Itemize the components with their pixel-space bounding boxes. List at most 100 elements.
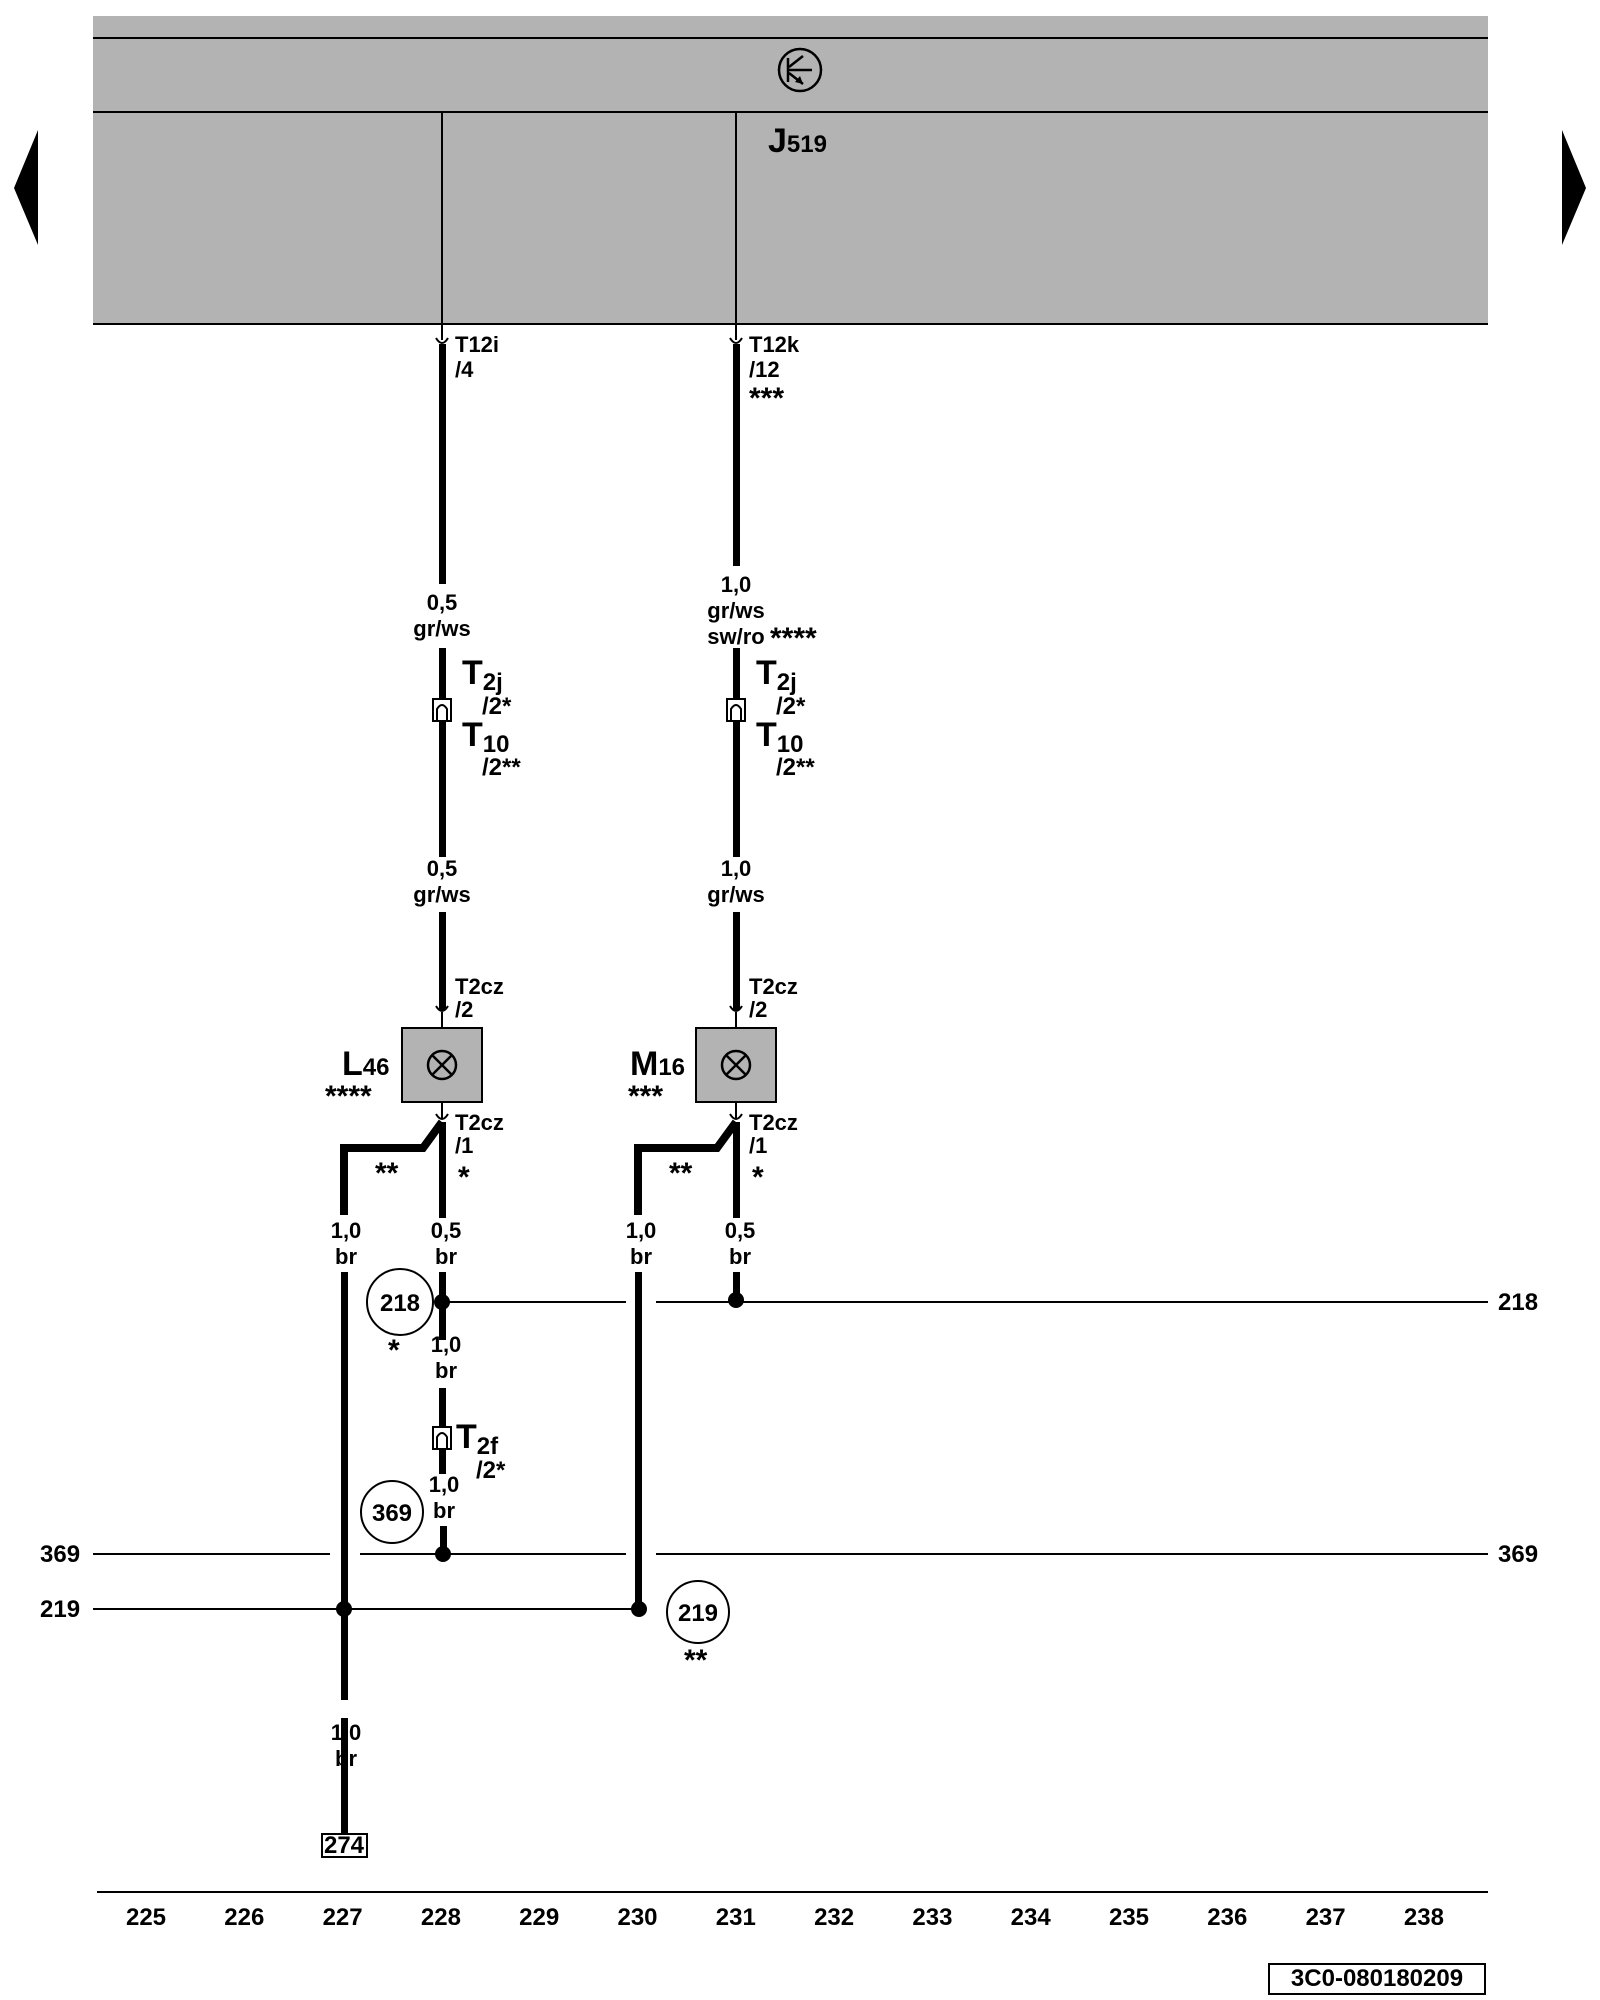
track-number: 235	[1109, 1904, 1149, 1931]
svg-text:1,0: 1,0	[429, 1472, 460, 1497]
component-l46-label: L46	[342, 1045, 389, 1083]
svg-text:/2**: /2**	[776, 754, 815, 781]
wire-color: gr/ws	[413, 616, 470, 641]
connector-t2f	[432, 1426, 452, 1450]
svg-text:gr/ws: gr/ws	[707, 598, 764, 623]
track-number: 226	[224, 1904, 264, 1931]
svg-text:br: br	[729, 1244, 751, 1269]
svg-text:T2j: T2j	[756, 654, 797, 696]
ground-point-219: 219	[666, 1580, 730, 1644]
track-number: 234	[1011, 1904, 1052, 1931]
track-number: 230	[617, 1904, 657, 1931]
track-number: 233	[912, 1904, 952, 1931]
control-unit-label: J519	[768, 122, 827, 160]
svg-text:/2*: /2*	[776, 693, 806, 720]
svg-text:T10: T10	[462, 716, 509, 758]
svg-text:br: br	[435, 1358, 457, 1383]
track-numbers: 225 226 227 228 229 230 231 232 233 234 235 236 237 2…	[126, 1904, 1444, 1931]
svg-text:369: 369	[40, 1541, 80, 1568]
wire-size: 0,5	[427, 590, 458, 615]
component-m16-label: M16	[630, 1045, 685, 1083]
svg-text:1,0: 1,0	[331, 1218, 362, 1243]
svg-text:*: *	[458, 1161, 470, 1194]
svg-text:****: ****	[770, 622, 817, 655]
wire-left-upper	[435, 337, 449, 584]
svg-text:0,5: 0,5	[431, 1218, 462, 1243]
transistor-symbol-icon	[777, 47, 823, 93]
svg-text:1,0: 1,0	[431, 1332, 462, 1357]
svg-text:T2cz: T2cz	[455, 1110, 504, 1135]
svg-text:218: 218	[380, 1290, 420, 1317]
svg-text:br: br	[335, 1746, 357, 1771]
svg-text:br: br	[335, 1244, 357, 1269]
svg-text:274: 274	[324, 1832, 365, 1859]
connector-t2j-left	[432, 698, 452, 722]
svg-text:/2: /2	[455, 997, 473, 1022]
svg-text:T2cz: T2cz	[749, 1110, 798, 1135]
component-l46	[401, 1027, 483, 1103]
wire-right-branch	[634, 1119, 740, 1215]
bulb-icon	[426, 1049, 458, 1081]
svg-text:0,5: 0,5	[427, 856, 458, 881]
svg-text:/2*: /2*	[482, 693, 512, 720]
connector-t2j-right	[726, 698, 746, 722]
connector-t12k-pin: /12	[749, 357, 780, 382]
svg-text:**: **	[684, 1644, 708, 1677]
next-page-arrow-icon[interactable]	[1562, 130, 1586, 245]
svg-text:T2f: T2f	[456, 1418, 499, 1460]
svg-text:1,0: 1,0	[331, 1720, 362, 1745]
svg-text:gr/ws: gr/ws	[707, 882, 764, 907]
svg-text:1,0: 1,0	[721, 572, 752, 597]
connector-t12k-name: T12k	[749, 332, 800, 357]
svg-text:/2*: /2*	[476, 1457, 506, 1484]
svg-text:***: ***	[749, 382, 784, 415]
track-number: 229	[519, 1904, 559, 1931]
svg-text:219: 219	[40, 1596, 80, 1623]
svg-text:T2cz: T2cz	[455, 974, 504, 999]
track-number: 228	[421, 1904, 461, 1931]
wire-right-upper	[729, 337, 743, 566]
svg-text:br: br	[433, 1498, 455, 1523]
svg-text:**: **	[669, 1157, 693, 1190]
connector-t12i-name: T12i	[455, 332, 499, 357]
connector-t12i-pin: /4	[455, 357, 474, 382]
bulb-icon	[720, 1049, 752, 1081]
svg-text:T10: T10	[756, 716, 803, 758]
svg-text:219: 219	[678, 1600, 718, 1627]
track-number: 236	[1207, 1904, 1247, 1931]
track-number: 232	[814, 1904, 854, 1931]
svg-text:369: 369	[1498, 1541, 1538, 1568]
svg-text:*: *	[752, 1161, 764, 1194]
document-id: 3C0-080180209	[1268, 1963, 1486, 1995]
previous-page-arrow-icon[interactable]	[14, 130, 38, 245]
track-number: 237	[1306, 1904, 1346, 1931]
svg-text:0,5: 0,5	[725, 1218, 756, 1243]
wire-left-branch	[340, 1119, 446, 1215]
ground-point-218: 218	[366, 1268, 434, 1336]
svg-text:1,0: 1,0	[721, 856, 752, 881]
svg-text:br: br	[435, 1244, 457, 1269]
track-number: 227	[323, 1904, 363, 1931]
svg-text:/2**: /2**	[482, 754, 521, 781]
track-number: 238	[1404, 1904, 1444, 1931]
svg-text:/1: /1	[749, 1133, 767, 1158]
svg-text:****: ****	[325, 1080, 372, 1113]
svg-text:369: 369	[372, 1500, 412, 1527]
svg-text:*: *	[388, 1334, 400, 1367]
svg-text:sw/ro: sw/ro	[707, 624, 764, 649]
component-m16	[695, 1027, 777, 1103]
svg-text:**: **	[375, 1157, 399, 1190]
svg-text:***: ***	[628, 1080, 663, 1113]
track-number: 231	[716, 1904, 756, 1931]
svg-text:/2: /2	[749, 997, 767, 1022]
svg-text:/1: /1	[455, 1133, 473, 1158]
reference-box-274: 274	[321, 1832, 368, 1859]
svg-text:T2j: T2j	[462, 654, 503, 696]
ground-point-369: 369	[360, 1480, 424, 1544]
svg-text:T2cz: T2cz	[749, 974, 798, 999]
svg-text:br: br	[630, 1244, 652, 1269]
control-unit-j519: J519	[93, 16, 1488, 325]
svg-text:218: 218	[1498, 1289, 1538, 1316]
track-number: 225	[126, 1904, 166, 1931]
